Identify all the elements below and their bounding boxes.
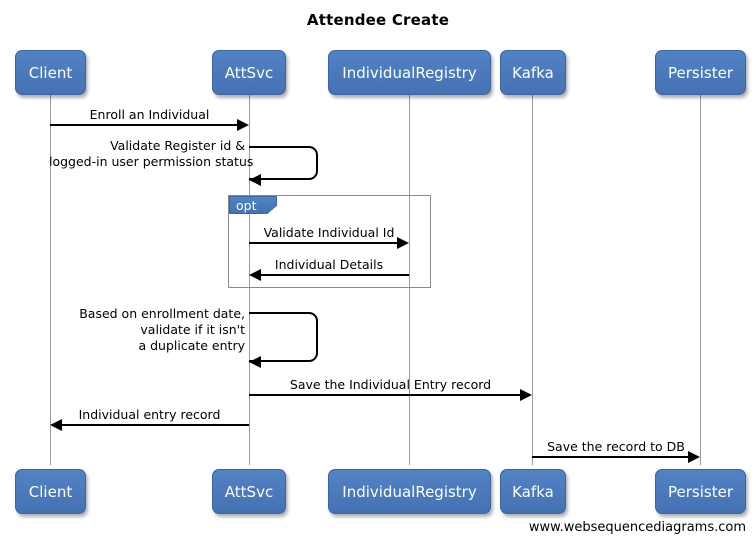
participant-label: IndividualRegistry [342,482,477,501]
participant-label: IndividualRegistry [342,63,477,82]
fragment-opt-label: opt [229,196,277,214]
participant-label: AttSvc [224,63,274,82]
participant-client-bottom[interactable]: Client [15,469,86,514]
message-label-individual-entry-record: Individual entry record [78,407,221,422]
participant-client-top[interactable]: Client [15,50,86,95]
message-label-duplicate-check: Based on enrollment date, validate if it… [49,306,245,354]
arrow-head-icon [249,356,261,368]
footer-credit: www.websequencediagrams.com [528,520,746,535]
participant-label: AttSvc [224,482,274,501]
message-line-validate-individual-id [249,242,397,244]
self-message-loop-duplicate-check [249,312,318,362]
message-label-individual-details: Individual Details [274,257,384,272]
participant-attsvc-top[interactable]: AttSvc [212,50,286,95]
self-label-line: a duplicate entry [138,338,245,353]
self-label-line: Based on enrollment date, [79,306,245,321]
participant-persister-bottom[interactable]: Persister [655,469,746,514]
arrow-head-icon [249,269,261,281]
participant-individualregistry-top[interactable]: IndividualRegistry [328,50,491,95]
message-line-save-individual-entry-record [249,394,520,396]
lifeline-kafka [532,95,533,465]
arrow-head-icon [397,237,409,249]
self-label-line: logged-in user permission status [49,154,254,169]
message-label-save-record-to-db: Save the record to DB [547,439,685,454]
arrow-head-icon [520,389,532,401]
self-label-line: validate if it isn't [140,322,245,337]
message-label-validate-individual-id: Validate Individual Id [263,225,395,240]
arrow-head-icon [50,419,62,431]
participant-kafka-top[interactable]: Kafka [500,50,566,95]
message-line-save-record-to-db [532,456,688,458]
participant-label: Persister [668,63,733,82]
lifeline-client [50,95,51,465]
message-line-enroll-an-individual [50,124,237,126]
participant-label: Client [28,482,73,501]
participant-label: Kafka [512,482,554,501]
message-label-enroll-an-individual: Enroll an Individual [89,107,210,122]
lifeline-individualregistry [409,95,410,465]
participant-individualregistry-bottom[interactable]: IndividualRegistry [328,469,491,514]
participant-label: Client [28,63,73,82]
page-title: Attendee Create [306,11,450,29]
self-label-line: Validate Register id & [110,138,245,153]
fragment-opt-box [228,195,431,288]
message-label-validate-register-id: Validate Register id & logged-in user pe… [49,138,254,170]
lifeline-persister [700,95,701,465]
participant-attsvc-bottom[interactable]: AttSvc [212,469,286,514]
self-message-loop-validate-register-id [249,146,318,180]
participant-persister-top[interactable]: Persister [655,50,746,95]
message-line-individual-details [261,274,409,276]
participant-label: Persister [668,482,733,501]
participant-label: Kafka [512,63,554,82]
message-label-save-individual-entry-record: Save the Individual Entry record [289,377,492,392]
participant-kafka-bottom[interactable]: Kafka [500,469,566,514]
arrow-head-icon [688,451,700,463]
message-line-individual-entry-record [62,424,249,426]
arrow-head-icon [237,119,249,131]
arrow-head-icon [249,174,261,186]
